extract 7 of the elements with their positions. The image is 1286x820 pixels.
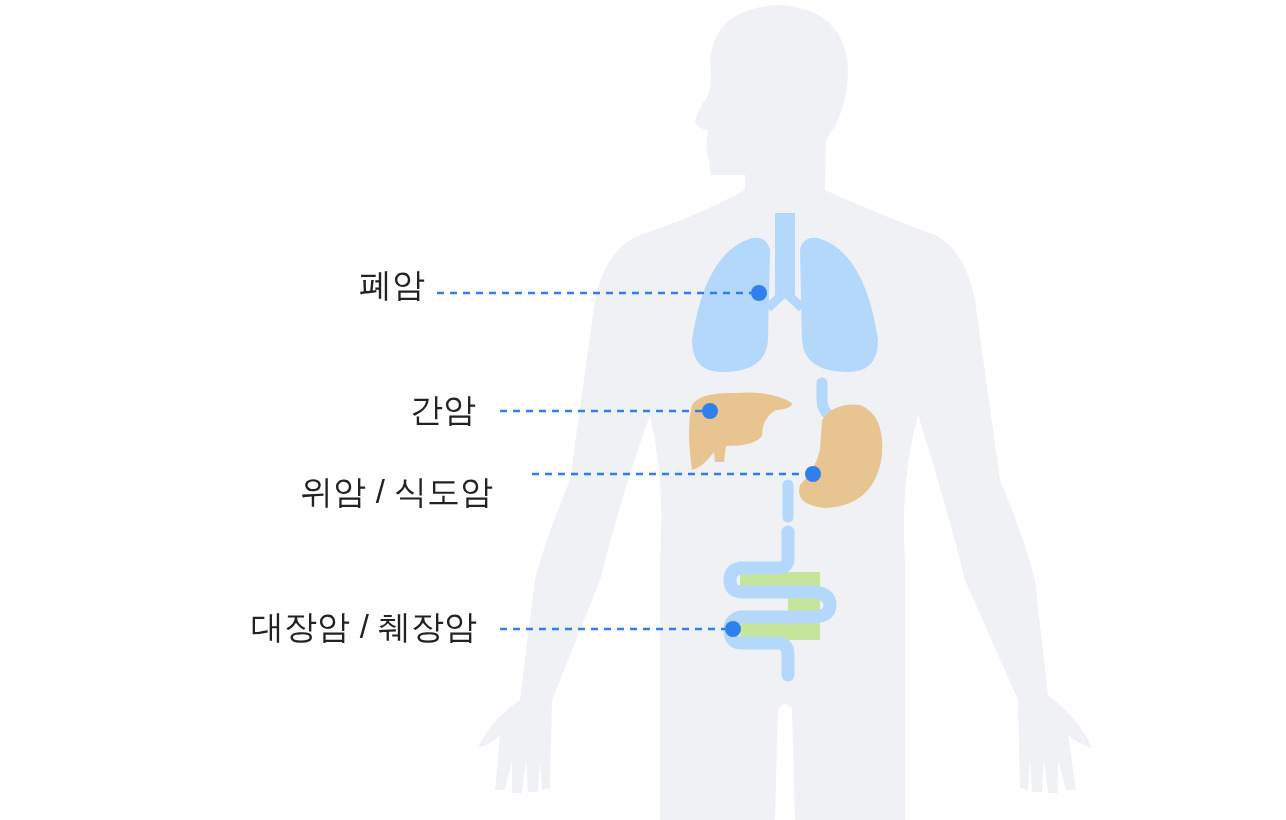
organ-label: 간암 xyxy=(410,390,476,430)
leader-line xyxy=(437,291,751,295)
organ-label: 위암 / 식도암 xyxy=(300,472,493,512)
leader-line xyxy=(500,409,702,413)
organ-label: 대장암 / 췌장암 xyxy=(251,607,477,647)
organ-label: 폐암 xyxy=(359,265,425,305)
leader-line xyxy=(500,627,725,631)
